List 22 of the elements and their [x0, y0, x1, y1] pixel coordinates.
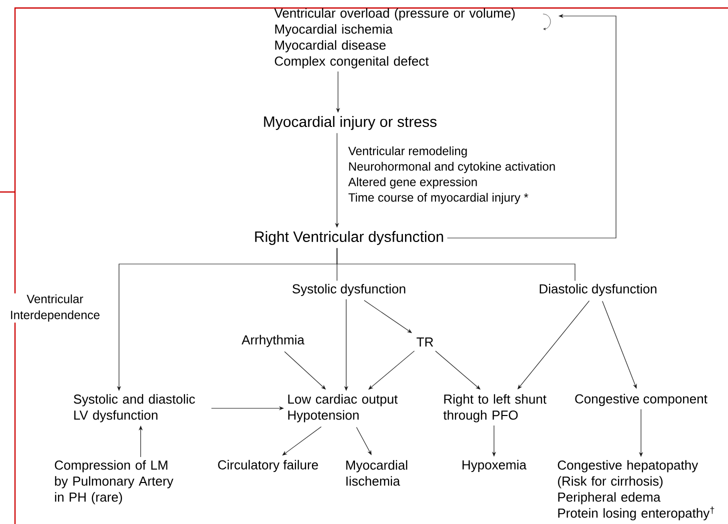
connector-line: [336, 248, 576, 282]
flow-text: Ventricular overload (pressure or volume) Myocardial ischemia Myocardial disease Complex congenital defect: [274, 8, 515, 68]
flow-text: Diastolic dysfunction: [540, 284, 656, 296]
flow-text: Congestive component: [575, 394, 708, 406]
edge-label: Ventricular Interdependence: [2, 293, 108, 323]
flow-text: Compression of LM by Pulmonary Artery in PH (rare): [54, 460, 174, 504]
flow-text: Circulatory failure: [218, 460, 318, 472]
flow-text: Myocardial injury or stress: [264, 116, 437, 130]
note-text: Altered gene expression: [348, 177, 477, 189]
flow-text: Myocardial Iischemia: [346, 460, 408, 486]
flow-text: Congestive hepatopathy (Risk for cirrhosis) Peripheral edema Protein losing enteropathy$^{†}$: [558, 460, 714, 520]
note-text: Neurohormonal and cytokine activation: [349, 162, 555, 174]
flow-text: Arrhythmia: [242, 334, 304, 348]
flow-text: Low cardiac output Hypotension: [288, 394, 398, 422]
flow-text: Right Ventricular dysfunction: [255, 231, 444, 245]
flow-text: Systolic and diastolic LV dysfunction: [74, 394, 195, 422]
note-text: Ventricular remodeling: [348, 146, 467, 158]
flow-text: Hypoxemia: [462, 460, 526, 472]
flow-text: Right to left shunt through PFO: [443, 394, 546, 422]
note-text: Time course of myocardial injury *: [348, 192, 528, 204]
flow-text: TR: [416, 338, 434, 346]
flow-text: Systolic dysfunction: [292, 284, 406, 296]
